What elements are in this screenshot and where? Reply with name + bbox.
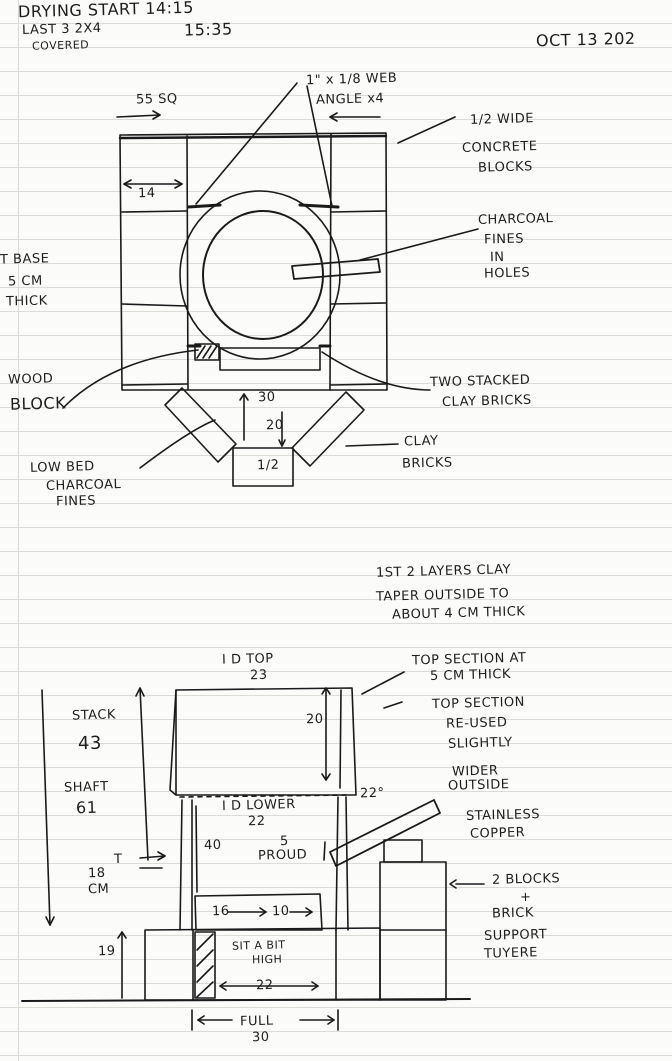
dim-30-label: 30 bbox=[257, 389, 276, 406]
low-bed-label-1: LOW BED bbox=[29, 459, 95, 476]
clay-bricks-label-1: CLAY bbox=[403, 433, 439, 450]
top-view-drawing bbox=[62, 82, 479, 487]
time-2-note: 15:35 bbox=[183, 19, 233, 40]
full-label-2: 30 bbox=[251, 1029, 270, 1046]
full-label-1: FULL bbox=[239, 1013, 274, 1030]
clay-brick-left bbox=[164, 387, 237, 463]
proud-label-2: PROUD bbox=[257, 847, 308, 864]
dim-14-label: 14 bbox=[137, 185, 156, 202]
charcoal-label-2: FINES bbox=[483, 231, 525, 248]
shaft-label-1: SHAFT bbox=[63, 779, 109, 796]
dim-40-label: 40 bbox=[203, 837, 222, 854]
inner-bed-block bbox=[194, 893, 323, 931]
side-view-drawing bbox=[21, 671, 485, 1031]
id-top-label-2: 23 bbox=[249, 667, 268, 684]
width-55-label: 55 SQ bbox=[135, 91, 178, 108]
t-label: T bbox=[113, 851, 123, 868]
half-wide-label-1: 1/2 WIDE bbox=[469, 111, 535, 128]
stack-label-1: STACK bbox=[71, 707, 117, 724]
top-section-label-1: TOP SECTION AT bbox=[411, 650, 527, 669]
charcoal-label-4: HOLES bbox=[483, 265, 531, 282]
half-wide-label-2: CONCRETE bbox=[461, 139, 538, 156]
stack-label-2: 43 bbox=[77, 732, 103, 755]
dim-20-inner-label: 20 bbox=[305, 711, 324, 728]
date-note: OCT 13 202 bbox=[535, 28, 636, 51]
margin-line bbox=[18, 0, 19, 1061]
dim-19-label: 19 bbox=[97, 943, 116, 960]
two-stacked-label-1: TWO STACKED bbox=[429, 372, 531, 391]
blocks-label-2: + bbox=[519, 889, 532, 906]
drying-start-note: DRYING START 14:15 bbox=[17, 0, 195, 22]
reused-label-1: TOP SECTION bbox=[431, 694, 526, 713]
web-angle-label-1: 1" x 1/8 WEB bbox=[305, 70, 398, 89]
blocks-label-1: 2 BLOCKS bbox=[491, 871, 561, 888]
two-stacked-label-2: CLAY BRICKS bbox=[441, 392, 532, 411]
stainless-label-2: COPPER bbox=[469, 825, 526, 842]
stainless-label-1: STAINLESS bbox=[465, 807, 541, 824]
wood-block-label-1: WOOD bbox=[7, 371, 54, 388]
base-label-2: 5 CM bbox=[7, 273, 43, 290]
top-section-label-2: 5 CM THICK bbox=[429, 666, 512, 685]
half-block bbox=[232, 447, 294, 487]
dim-22-label: 22 bbox=[255, 977, 274, 994]
inner-16-label: 16 bbox=[211, 903, 230, 920]
clay-bricks-label-2: BRICKS bbox=[401, 455, 453, 472]
wood-block-label-2: BLOCK bbox=[9, 393, 67, 414]
low-bed-label-3: FINES bbox=[55, 493, 97, 510]
shaft-inner-ring bbox=[202, 210, 324, 340]
base-label-3: THICK bbox=[5, 293, 48, 310]
tuyere-pipe bbox=[291, 258, 381, 280]
covered-note: COVERED bbox=[31, 38, 90, 53]
last-3-note: LAST 3 2X4 bbox=[21, 20, 102, 39]
support-block-upper bbox=[383, 839, 423, 863]
half-wide-label-3: BLOCKS bbox=[477, 159, 533, 176]
inner-10-label: 10 bbox=[271, 903, 290, 920]
blocks-label-5: TUYERE bbox=[483, 945, 539, 962]
clay-brick-right bbox=[291, 391, 365, 467]
wood-block bbox=[194, 343, 220, 361]
dim-half-label: 1/2 bbox=[256, 457, 280, 474]
proud-label-1: 5 bbox=[279, 833, 289, 850]
web-angle-label-2: ANGLE x4 bbox=[315, 91, 385, 108]
charcoal-label-3: IN bbox=[489, 249, 505, 266]
blocks-label-3: BRICK bbox=[491, 905, 535, 922]
stack-top-section bbox=[175, 687, 357, 796]
outer-block-outline bbox=[119, 132, 388, 391]
reused-label-2: RE-USED bbox=[445, 715, 508, 732]
reused-label-5: OUTSIDE bbox=[447, 777, 510, 794]
reused-label-3: SLIGHTLY bbox=[447, 735, 513, 752]
low-bed-label-2: CHARCOAL bbox=[45, 477, 122, 494]
shaft-label-2: 61 bbox=[75, 797, 98, 818]
charcoal-label-1: CHARCOAL bbox=[477, 211, 554, 228]
tuyere-side bbox=[329, 799, 441, 867]
stacked-clay-bricks bbox=[219, 347, 321, 371]
id-top-label-1: I D TOP bbox=[221, 651, 274, 668]
sit-high-label-2: HIGH bbox=[251, 952, 283, 967]
t-cm-label: CM bbox=[87, 881, 110, 898]
t-18-label: 18 bbox=[87, 865, 106, 882]
dim-20-label: 20 bbox=[265, 417, 284, 434]
blocks-label-4: SUPPORT bbox=[483, 927, 548, 944]
support-block-lower bbox=[379, 861, 447, 1001]
base-label-1: T BASE bbox=[0, 251, 50, 268]
angle-label: 22° bbox=[359, 785, 385, 802]
id-lower-label-2: 22 bbox=[247, 813, 266, 830]
id-lower-label-1: I D LOWER bbox=[221, 797, 296, 814]
hatched-base bbox=[194, 931, 216, 999]
